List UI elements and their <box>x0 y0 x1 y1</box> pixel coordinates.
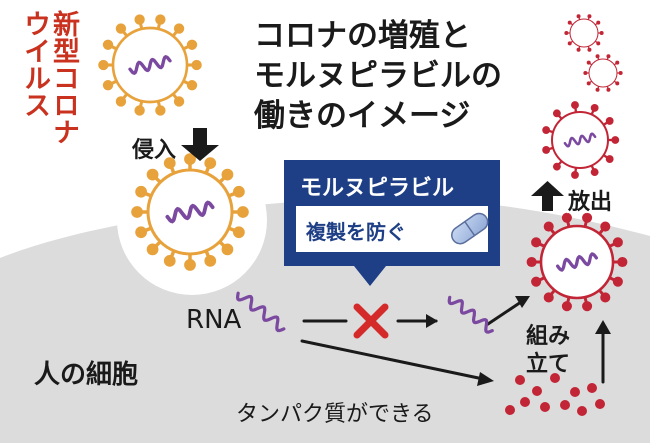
protein-dot <box>532 386 542 396</box>
title-line-1: コロナの増殖と <box>254 18 471 54</box>
human-cell-label: 人の細胞 <box>34 360 139 390</box>
rna-strand-icon <box>235 291 286 333</box>
arrowhead-3-icon <box>515 296 530 308</box>
replicated-rna-strand-icon <box>447 295 494 334</box>
released-virus-small-icon <box>564 14 604 52</box>
arrowhead-4-icon <box>595 320 611 334</box>
virus-icon <box>98 14 202 116</box>
rna-label: RNA <box>186 305 242 335</box>
protein-dot <box>595 399 605 409</box>
block-x-icon <box>353 303 389 339</box>
invasion-arrow-icon <box>181 128 219 161</box>
arrowhead-2-icon <box>477 372 494 386</box>
protein-dot <box>540 402 550 412</box>
invading-virus-icon <box>131 153 249 271</box>
rna-to-virus-arrow <box>486 298 526 326</box>
assembly-label-1: 組み <box>526 324 571 349</box>
virus-label: 新型コロナ ウイルス <box>19 10 79 145</box>
protein-dot <box>577 406 587 416</box>
arrowhead-1-icon <box>426 314 438 328</box>
protein-dots <box>505 373 605 416</box>
protein-dot <box>515 375 525 385</box>
drug-action-label: 複製を防ぐ <box>306 220 406 244</box>
released-virus-small-icon <box>583 54 623 92</box>
protein-synthesis-arrow <box>300 339 490 382</box>
protein-label: タンパク質ができる <box>236 402 434 427</box>
virus-label-line1: 新型コロナ <box>48 10 79 145</box>
protein-dot <box>550 373 560 383</box>
virus-label-line2: ウイルス <box>19 10 50 118</box>
invasion-label: 侵入 <box>132 138 177 163</box>
protein-dot <box>570 387 580 397</box>
assembly-label-2: 立て <box>526 352 571 377</box>
release-arrow-icon <box>531 181 564 211</box>
capsule-icon <box>451 212 489 245</box>
title-line-3: 働きのイメージ <box>254 98 471 134</box>
protein-dot <box>505 405 515 415</box>
protein-dot <box>587 383 597 393</box>
release-label: 放出 <box>568 190 613 215</box>
protein-dot <box>520 397 530 407</box>
title-line-2: モルヌピラビルの <box>254 58 502 94</box>
protein-dot <box>560 400 570 410</box>
drug-callout <box>284 160 500 286</box>
released-virus-icon <box>542 101 620 179</box>
drug-name-label: モルヌピラビル <box>300 176 455 201</box>
assembled-virus-icon <box>526 212 628 312</box>
